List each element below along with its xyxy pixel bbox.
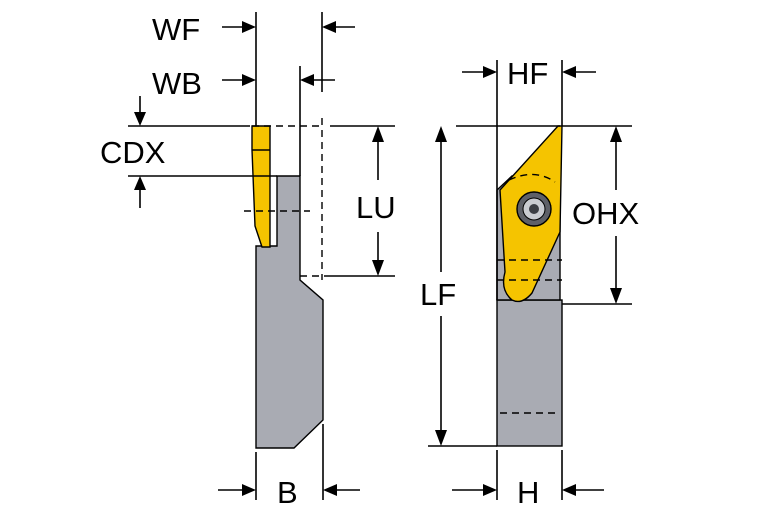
cdx-bottom-arrow	[134, 176, 146, 190]
side-view: WF WB CDX LU B	[100, 12, 396, 510]
lu-top-arrow	[372, 126, 384, 142]
lf-label: LF	[420, 277, 456, 312]
clamp-screw-icon	[516, 191, 552, 227]
insert-seat-hidden-line	[508, 173, 556, 183]
wf-label: WF	[152, 12, 200, 47]
lu-label: LU	[356, 190, 396, 225]
cdx-top-arrow	[134, 112, 146, 126]
hf-label: HF	[507, 56, 548, 91]
wb-arrow-left	[242, 74, 256, 86]
lu-bottom-arrow	[372, 260, 384, 276]
front-view: HF OHX LF H	[420, 56, 640, 510]
hf-arrow-right	[562, 66, 576, 78]
b-label: B	[277, 475, 298, 510]
wb-arrow-right	[300, 74, 314, 86]
lf-top-arrow	[435, 126, 447, 142]
ohx-bottom-arrow	[610, 288, 622, 304]
wf-arrow-right	[322, 21, 336, 33]
cdx-label: CDX	[100, 135, 166, 170]
h-label: H	[517, 475, 539, 510]
ohx-label: OHX	[572, 196, 640, 231]
front-view-shank	[496, 299, 563, 447]
wf-arrow-left	[242, 21, 256, 33]
h-arrow-left	[483, 484, 497, 496]
side-view-insert	[251, 125, 271, 248]
hf-arrow-left	[483, 66, 497, 78]
wb-label: WB	[152, 66, 202, 101]
b-arrow-right	[323, 484, 337, 496]
lf-bottom-arrow	[435, 430, 447, 446]
ohx-top-arrow	[610, 126, 622, 142]
b-arrow-left	[242, 484, 256, 496]
side-view-holder-body	[255, 175, 324, 449]
h-arrow-right	[562, 484, 576, 496]
